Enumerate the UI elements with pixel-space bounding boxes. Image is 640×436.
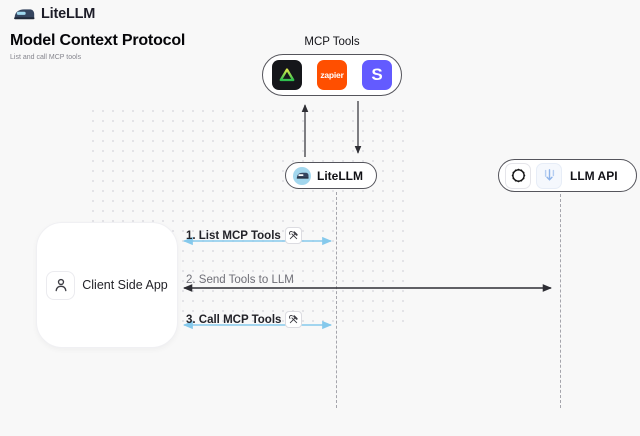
litellm-lifeline [336,192,337,408]
step-label-1: 1. List MCP Tools [186,227,302,244]
step-1-text: 1. List MCP Tools [186,229,281,242]
litellm-logo-icon [13,6,35,22]
litellm-node-label: LiteLLM [317,168,363,183]
llm-provider-icon [536,162,562,189]
llm-api-node-label: LLM API [570,168,618,183]
page-subtitle: List and call MCP tools [10,54,82,61]
stripe-icon: S [362,60,392,90]
page-title: Model Context Protocol [10,32,186,49]
step-label-3: 3. Call MCP Tools [186,311,303,328]
step-2-text: 2. Send Tools to LLM [186,274,294,286]
triangle-tool-icon [272,60,302,90]
llm-api-lifeline [560,194,561,408]
zapier-wordmark: zapier [320,70,344,80]
user-icon [46,270,76,300]
client-node-label: Client Side App [82,278,168,292]
openai-icon [505,162,531,189]
app-name: LiteLLM [41,6,96,22]
litellm-node: LiteLLM [285,162,377,189]
step-3-text: 3. Call MCP Tools [186,313,282,326]
app-header: LiteLLM [13,6,95,22]
step-label-2: 2. Send Tools to LLM [186,274,294,286]
mcp-tools-label: MCP Tools [304,36,360,48]
llm-api-node: LLM API [498,159,637,192]
zapier-icon: zapier [317,60,347,90]
stripe-letter: S [371,65,383,84]
mcp-tools-group: zapier S [262,54,402,96]
tools-icon [285,311,303,328]
client-side-app-node: Client Side App [36,222,178,348]
litellm-icon [293,166,311,185]
tools-icon [284,227,302,244]
